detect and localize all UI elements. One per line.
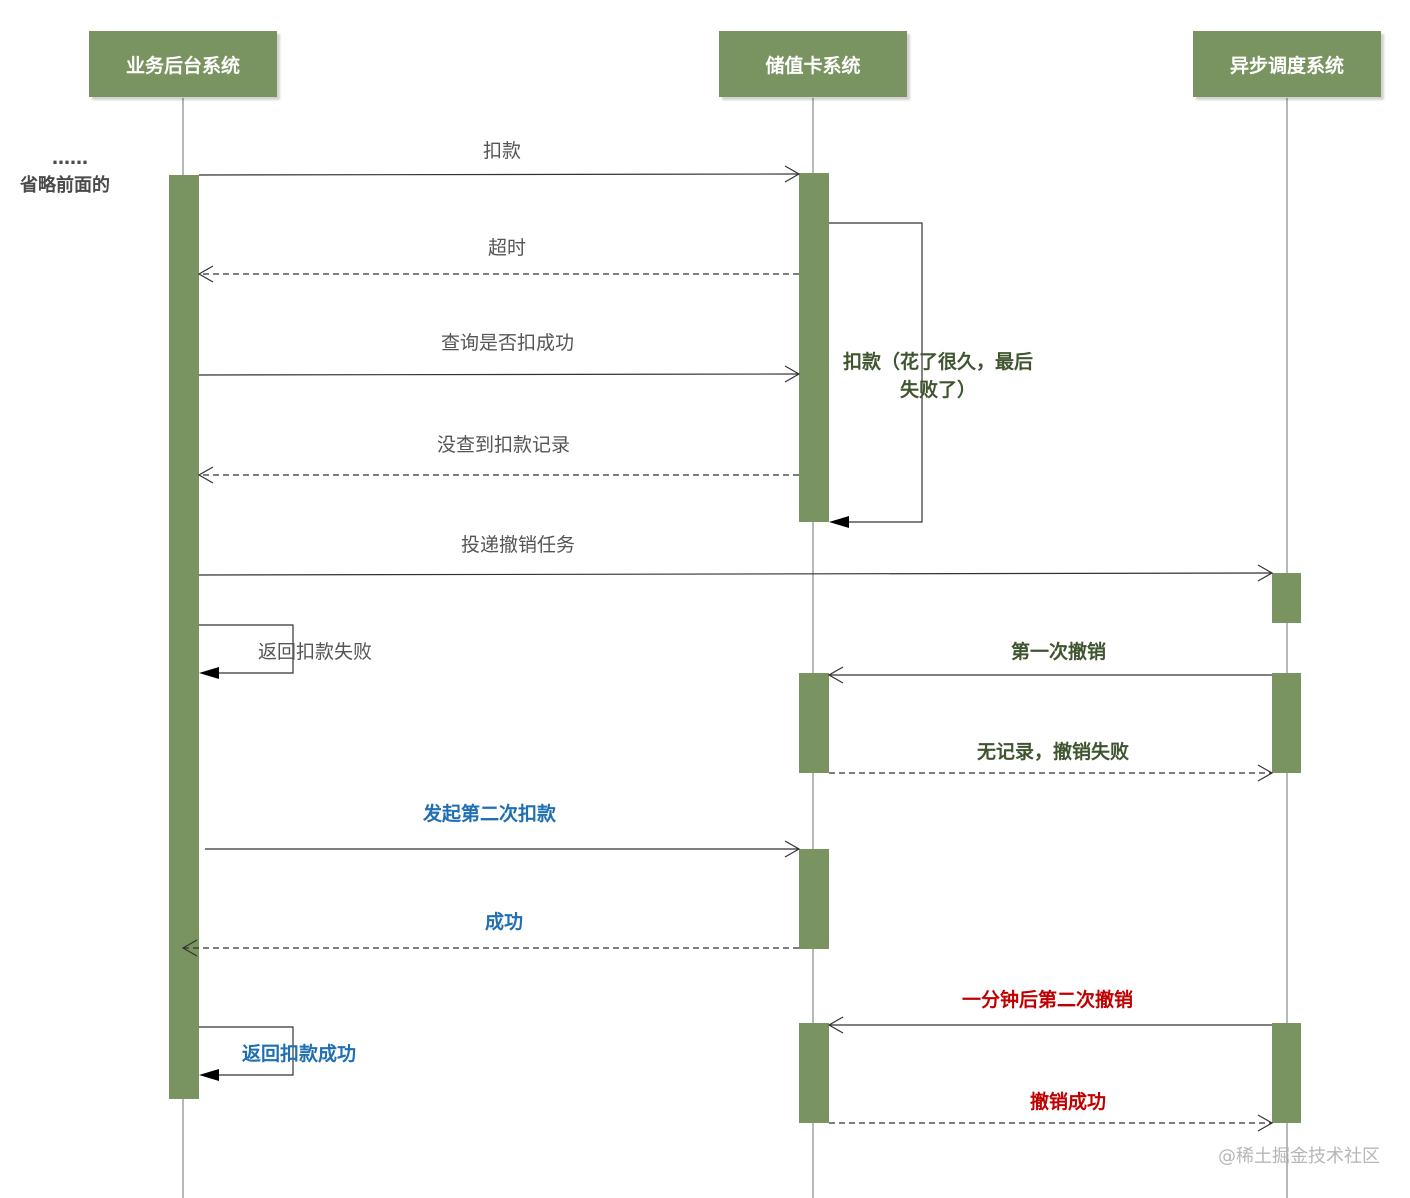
activation-card-3 [799, 849, 829, 949]
participant-async-label: 异步调度系统 [1229, 54, 1344, 77]
message-success-label: 成功 [485, 911, 524, 933]
activation-card-1 [799, 173, 829, 522]
arrowhead-open [784, 165, 801, 183]
arrowhead-open [1257, 564, 1274, 582]
self-call-deduct-line2: 失败了） [899, 378, 976, 401]
message-query-label: 查询是否扣成功 [441, 332, 575, 354]
participant-card-label: 储值卡系统 [765, 54, 861, 77]
participant-business-label: 业务后台系统 [125, 54, 240, 77]
participant-business-system: 业务后台系统 [89, 31, 277, 97]
message-deduct-arrow [198, 173, 800, 176]
participant-async-system: 异步调度系统 [1193, 31, 1381, 97]
arrowhead-open [181, 939, 198, 957]
arrowhead-open [197, 466, 214, 484]
message-timeout-label: 超时 [488, 237, 527, 259]
arrowhead-filled [829, 516, 849, 528]
self-call-deduct-line1: 扣款（花了很久，最后 [842, 351, 1033, 373]
arrowhead-open [197, 265, 214, 283]
note-omitted: 省略前面的 [20, 175, 110, 196]
self-call-return-success-arrow [199, 1026, 294, 1076]
activation-async-1 [1272, 573, 1301, 623]
arrowhead-filled [199, 667, 219, 679]
message-first-cancel-label: 第一次撤销 [1011, 641, 1107, 663]
message-second-deduct-label: 发起第二次扣款 [423, 803, 557, 825]
activation-card-4 [799, 1023, 829, 1123]
arrowhead-open [1257, 1114, 1274, 1132]
arrowhead-filled [199, 1069, 219, 1081]
activation-async-2 [1272, 673, 1301, 773]
self-call-deduct-label: 扣款（花了很久，最后 失败了） [832, 351, 1044, 403]
message-dispatch-cancel-arrow [198, 572, 1273, 576]
participant-card-system: 储值卡系统 [719, 31, 907, 97]
activation-async-3 [1272, 1023, 1301, 1123]
self-call-deduct-arrow [829, 222, 923, 523]
message-dispatch-cancel-label: 投递撤销任务 [461, 534, 576, 556]
message-cancel-success-label: 撤销成功 [1030, 1091, 1107, 1113]
self-call-return-fail-arrow [199, 624, 294, 674]
message-no-record-label: 没查到扣款记录 [437, 434, 571, 456]
watermark: @稀土掘金技术社区 [1218, 1146, 1380, 1167]
note-ellipsis: …… [52, 148, 88, 169]
arrowhead-open [1257, 764, 1274, 782]
message-query-arrow [198, 373, 800, 376]
message-minute-later-cancel-label: 一分钟后第二次撤销 [962, 989, 1134, 1011]
activation-card-2 [799, 673, 829, 773]
arrowhead-open [784, 840, 801, 858]
message-return-fail-label: 返回扣款失败 [258, 641, 373, 663]
message-return-success-label: 返回扣款成功 [242, 1043, 357, 1065]
arrowhead-open [784, 365, 801, 383]
arrowhead-open [827, 666, 844, 684]
activation-business [169, 175, 199, 1099]
arrowhead-open [827, 1016, 844, 1034]
message-no-record-cancel-fail-label: 无记录，撤销失败 [977, 741, 1130, 763]
message-deduct-label: 扣款 [483, 140, 522, 162]
